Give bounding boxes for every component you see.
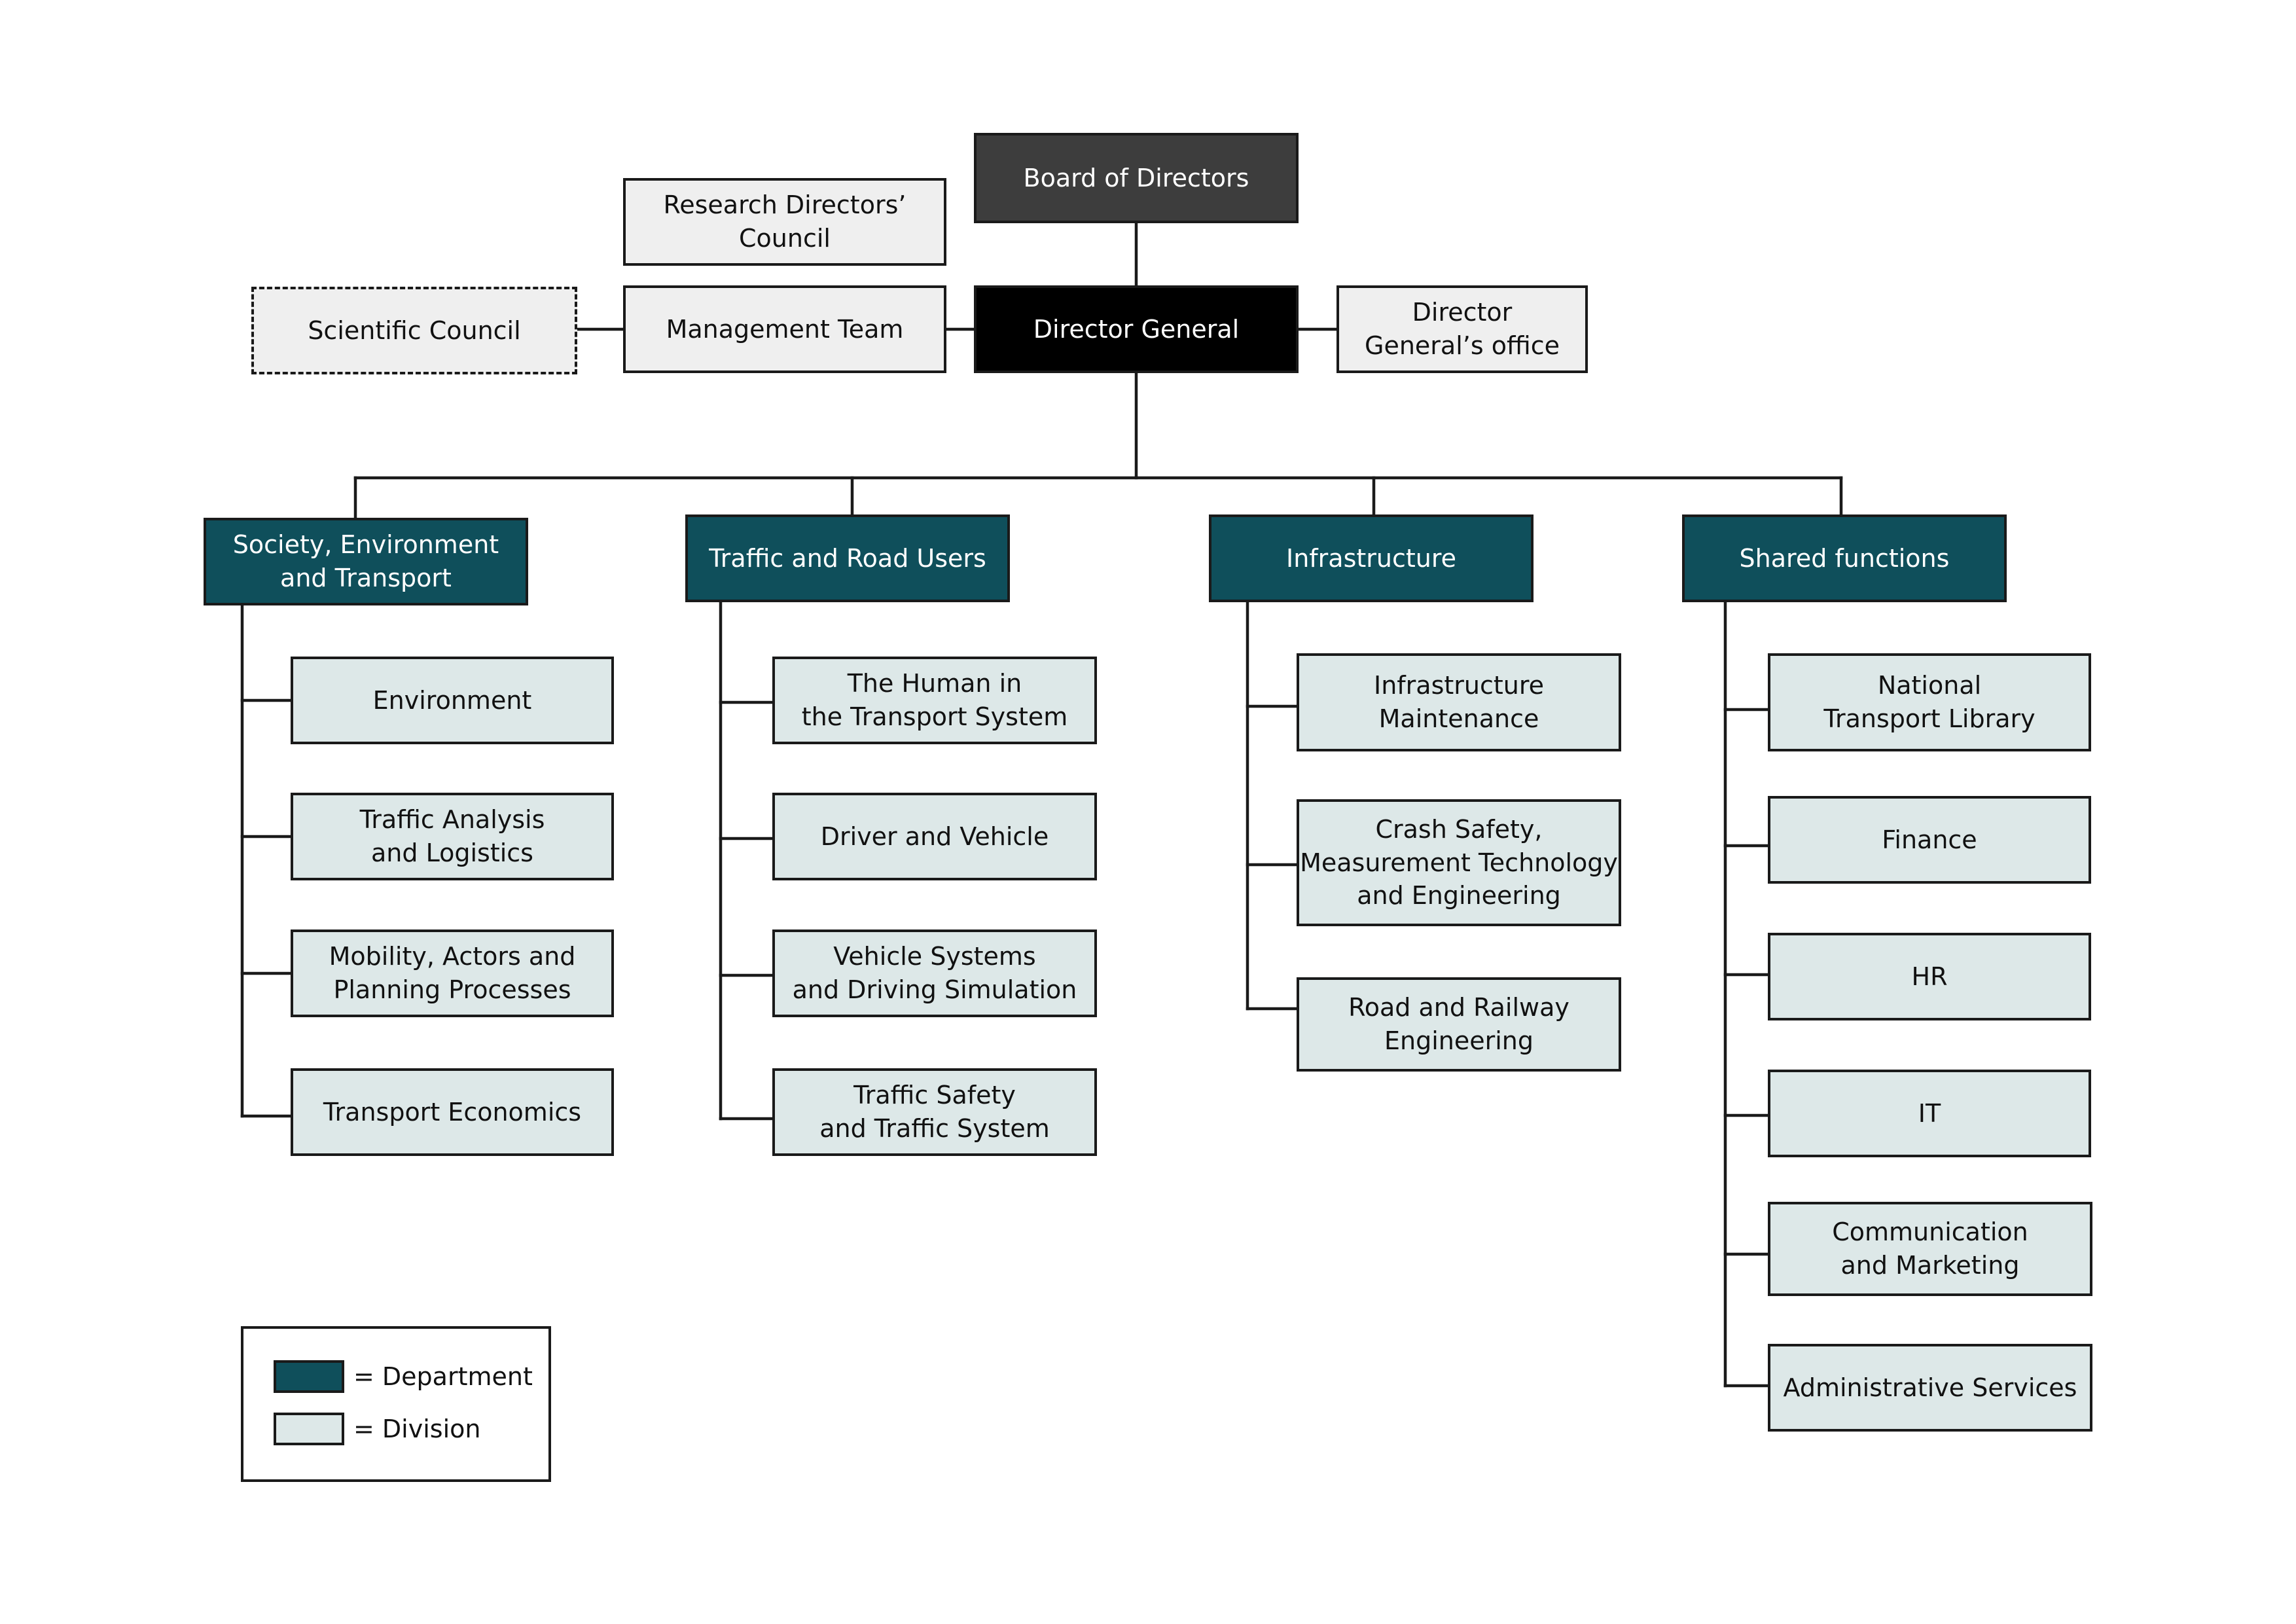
legend-department-label: = Department (353, 1362, 533, 1391)
department-society-environment-transport: Society, Environment and Transport (204, 518, 528, 605)
division-communication-marketing: Communication and Marketing (1768, 1202, 2092, 1296)
scientific-council-box: Scientific Council (251, 287, 577, 374)
division-traffic-analysis-logistics: Traffic Analysis and Logistics (291, 793, 614, 880)
legend-division: = Division (274, 1413, 480, 1445)
director-general-box: Director General (974, 285, 1299, 373)
division-crash-safety-measurement: Crash Safety, Measurement Technology and… (1297, 799, 1621, 926)
division-road-railway-engineering: Road and Railway Engineering (1297, 977, 1621, 1072)
division-environment: Environment (291, 657, 614, 744)
department-swatch (274, 1360, 344, 1393)
division-administrative-services: Administrative Services (1768, 1344, 2092, 1432)
department-traffic-road-users: Traffic and Road Users (685, 514, 1010, 602)
department-shared-functions: Shared functions (1682, 514, 2007, 602)
legend-department: = Department (274, 1360, 533, 1393)
division-infrastructure-maintenance: Infrastructure Maintenance (1297, 653, 1621, 751)
division-mobility-actors-planning: Mobility, Actors and Planning Processes (291, 929, 614, 1017)
division-finance: Finance (1768, 796, 2091, 884)
department-infrastructure: Infrastructure (1209, 514, 1534, 602)
division-national-transport-library: National Transport Library (1768, 653, 2091, 751)
division-it: IT (1768, 1070, 2091, 1157)
division-hr: HR (1768, 933, 2091, 1020)
board-of-directors-box: Board of Directors (974, 133, 1299, 223)
management-team-box: Management Team (623, 285, 946, 373)
division-human-in-transport-system: The Human in the Transport System (772, 657, 1097, 744)
legend-division-label: = Division (353, 1415, 481, 1443)
division-traffic-safety-traffic-system: Traffic Safety and Traffic System (772, 1068, 1097, 1156)
legend: = Department = Division (241, 1326, 551, 1482)
division-transport-economics: Transport Economics (291, 1068, 614, 1156)
division-swatch (274, 1413, 344, 1445)
division-vehicle-systems-driving-simulation: Vehicle Systems and Driving Simulation (772, 929, 1097, 1017)
division-driver-and-vehicle: Driver and Vehicle (772, 793, 1097, 880)
research-directors-council-box: Research Directors’ Council (623, 178, 946, 266)
director-generals-office-box: Director General’s office (1336, 285, 1588, 373)
